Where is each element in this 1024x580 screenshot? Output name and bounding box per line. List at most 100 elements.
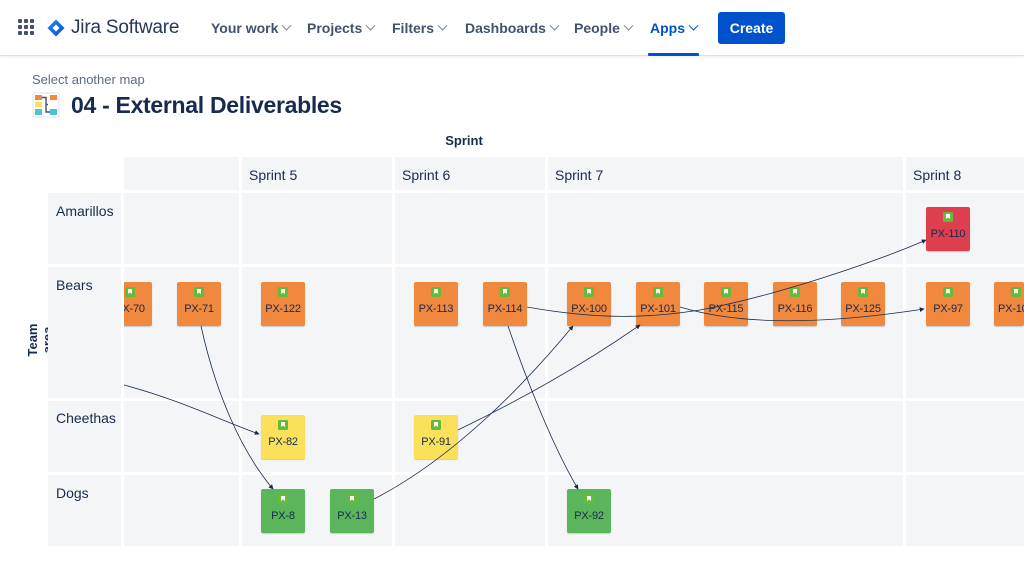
nav-filters[interactable]: Filters: [392, 0, 448, 56]
issue-key: PX-92: [574, 510, 604, 522]
chevron-down-icon: [437, 20, 448, 31]
nav-your-work[interactable]: Your work: [211, 0, 292, 56]
issue-key: PX-101: [640, 303, 676, 315]
nav-apps[interactable]: Apps: [648, 0, 699, 56]
story-icon: [584, 494, 594, 504]
column-header-sprint-6[interactable]: [395, 157, 545, 190]
issue-card-px-8[interactable]: PX-8: [261, 489, 305, 533]
issue-key: PX-97: [933, 303, 963, 315]
issue-key: PX-125: [845, 303, 881, 315]
issue-key: PX-10: [998, 303, 1024, 315]
column-header-sprint-7[interactable]: [548, 157, 903, 190]
issue-card-px-114[interactable]: PX-114: [483, 282, 527, 326]
story-icon: [431, 420, 441, 430]
chevron-down-icon: [281, 20, 292, 31]
issue-key: PX-116: [777, 303, 813, 315]
column-label-sprint-5: Sprint 5: [249, 167, 298, 183]
issue-card-px-113[interactable]: PX-113: [414, 282, 458, 326]
issue-card-px-71[interactable]: PX-71: [177, 282, 221, 326]
story-icon: [500, 287, 510, 297]
issue-key: PX-122: [265, 303, 301, 315]
issue-key: PX-91: [421, 436, 451, 448]
nav-dashboards-label: Dashboards: [465, 20, 546, 36]
issue-card-px-110[interactable]: PX-110: [926, 207, 970, 251]
x-axis-label: Sprint: [445, 133, 483, 148]
nav-projects-label: Projects: [307, 20, 363, 36]
story-icon: [278, 287, 288, 297]
story-icon: [194, 287, 204, 297]
column-label-sprint-7: Sprint 7: [555, 167, 604, 183]
issue-card-px-101[interactable]: PX-101: [636, 282, 680, 326]
chevron-down-icon: [365, 20, 376, 31]
jira-logo[interactable]: Jira Software: [47, 15, 179, 41]
grid-cell: [906, 401, 1024, 472]
issue-key: PX-110: [930, 228, 966, 240]
chevron-down-icon: [688, 20, 699, 31]
grid-cell: [395, 193, 545, 264]
grid-cell: [548, 193, 903, 264]
issue-card-px-122[interactable]: PX-122: [261, 282, 305, 326]
story-icon: [431, 287, 441, 297]
story-icon: [943, 287, 953, 297]
create-button[interactable]: Create: [718, 12, 785, 44]
top-navigation: Jira Software Your work Projects Filters…: [0, 0, 1024, 56]
issue-card-px-100[interactable]: PX-100: [567, 282, 611, 326]
grid-cell: [548, 401, 903, 472]
map-icon: [32, 92, 60, 118]
row-header-amarillos[interactable]: [48, 193, 121, 264]
issue-key: PX-100: [571, 303, 607, 315]
grid-cell: [242, 193, 392, 264]
row-header-cheethas[interactable]: [48, 401, 121, 472]
issue-card-px-116[interactable]: PX-116: [773, 282, 817, 326]
story-icon: [653, 287, 663, 297]
row-label-bears-overlay: Bears: [56, 277, 93, 293]
column-header-sprint-5[interactable]: [242, 157, 392, 190]
story-icon: [858, 287, 868, 297]
chevron-down-icon: [549, 20, 560, 31]
issue-key: PX-114: [487, 303, 523, 315]
jira-logo-icon: [47, 19, 65, 37]
issue-key: PX-8: [271, 510, 295, 522]
grid-cell: [906, 475, 1024, 546]
nav-projects[interactable]: Projects: [307, 0, 376, 56]
issue-card-px-125[interactable]: PX-125: [841, 282, 885, 326]
issue-key: PX-115: [708, 303, 744, 315]
issue-key: PX-13: [337, 510, 367, 522]
nav-apps-label: Apps: [650, 20, 685, 36]
story-icon: [1011, 287, 1021, 297]
story-icon: [790, 287, 800, 297]
issue-card-px-92[interactable]: PX-92: [567, 489, 611, 533]
story-icon: [278, 494, 288, 504]
row-label-amarillos: Amarillos: [56, 203, 114, 219]
nav-dashboards[interactable]: Dashboards: [465, 0, 560, 56]
select-another-map-link[interactable]: Select another map: [32, 72, 145, 87]
grid-cell: [124, 475, 239, 546]
chevron-down-icon: [623, 20, 634, 31]
grid-cell: [124, 401, 239, 472]
nav-filters-label: Filters: [392, 20, 435, 36]
issue-card-px-10[interactable]: PX-10: [994, 282, 1024, 326]
column-header-sprint-8[interactable]: [906, 157, 1024, 190]
story-icon: [278, 420, 288, 430]
row-label-cheethas: Cheethas: [56, 410, 116, 426]
story-icon: [347, 494, 357, 504]
issue-card-px-13[interactable]: PX-13: [330, 489, 374, 533]
story-icon: [584, 287, 594, 297]
issue-card-px-82[interactable]: PX-82: [261, 415, 305, 459]
column-label-sprint-6: Sprint 6: [402, 167, 451, 183]
row-header-dogs[interactable]: [48, 475, 121, 546]
story-icon: [943, 212, 953, 222]
row-label-dogs: Dogs: [56, 485, 89, 501]
grid-cell: [124, 193, 239, 264]
grid-cell: [395, 475, 545, 546]
issue-card-px-115[interactable]: PX-115: [704, 282, 748, 326]
issue-card-px-91[interactable]: PX-91: [414, 415, 458, 459]
issue-card-px-97[interactable]: PX-97: [926, 282, 970, 326]
issue-key: PX-82: [268, 436, 298, 448]
page-title: 04 - External Deliverables: [71, 92, 342, 118]
logo-text: Jira Software: [71, 17, 180, 38]
nav-people[interactable]: People: [574, 0, 634, 56]
app-switcher-icon[interactable]: [18, 19, 34, 35]
nav-your-work-label: Your work: [211, 20, 279, 36]
